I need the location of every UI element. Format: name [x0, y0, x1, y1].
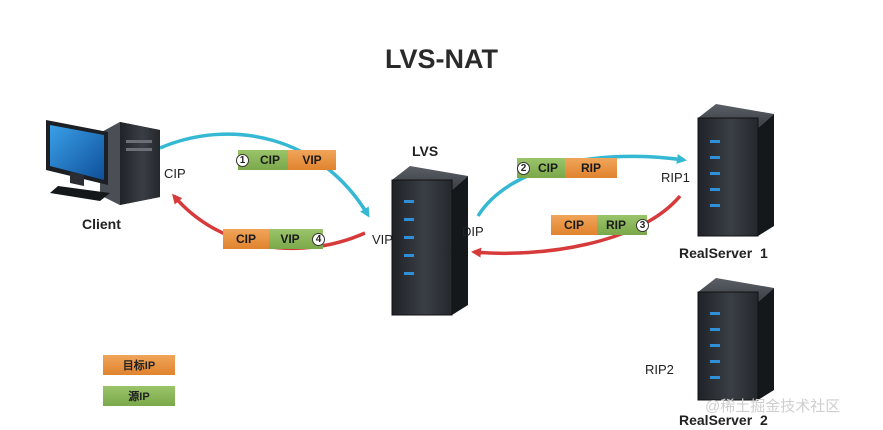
packet-1: 1 CIP VIP [236, 150, 336, 170]
packet-4-dst-text: VIP [280, 232, 300, 246]
packet-2-src-text: CIP [537, 161, 558, 175]
packet-2-step: 2 [517, 161, 530, 175]
packet-3: CIP RIP 3 [551, 215, 649, 235]
real-server-1-icon [697, 104, 774, 237]
watermark: @稀土掘金技术社区 [705, 398, 841, 415]
client-label: Client [82, 216, 121, 232]
rip2-label: RIP2 [645, 362, 674, 377]
packet-4: CIP VIP 4 [223, 229, 325, 249]
cip-label: CIP [164, 166, 186, 181]
packet-2: 2 CIP RIP [517, 158, 617, 178]
packet-4-src: VIP 4 [269, 229, 325, 249]
arrow-rs1-to-lvs [471, 194, 682, 258]
packet-1-step: 1 [236, 153, 249, 167]
packet-2-dst: RIP [565, 158, 617, 178]
arrow-client-to-lvs [159, 132, 370, 218]
vip-label: VIP [372, 232, 393, 247]
legend-src-ip: 源IP [103, 386, 175, 406]
real-server-2-icon [697, 278, 774, 401]
packet-1-dst-text: VIP [302, 153, 322, 167]
lvs-server-icon [391, 166, 468, 316]
dip-label: DIP [462, 224, 484, 239]
packet-3-dst: CIP [551, 215, 597, 235]
lvs-label: LVS [412, 143, 439, 159]
packet-3-step: 3 [636, 218, 649, 232]
real-server-1-label: RealServer 1 [679, 245, 768, 261]
packet-3-src-text: CIP [563, 218, 584, 232]
packet-2-src: 2 CIP [517, 158, 565, 178]
packet-1-src: 1 CIP [236, 150, 288, 170]
packet-1-src-text: CIP [259, 153, 280, 167]
diagram-title: LVS-NAT [385, 44, 498, 74]
packet-2-dst-text: RIP [580, 161, 601, 175]
client-computer-icon [46, 120, 160, 205]
packet-3-src: RIP 3 [597, 215, 649, 235]
packet-4-src-text: CIP [235, 232, 256, 246]
legend-dest-ip: 目标IP [103, 355, 175, 375]
packet-4-dst: CIP [223, 229, 269, 249]
real-server-2-label: RealServer 2 [679, 412, 768, 428]
packet-3-dst-text: RIP [605, 218, 626, 232]
rip1-label: RIP1 [661, 170, 690, 185]
packet-1-dst: VIP [288, 150, 336, 170]
packet-4-step: 4 [312, 232, 325, 246]
